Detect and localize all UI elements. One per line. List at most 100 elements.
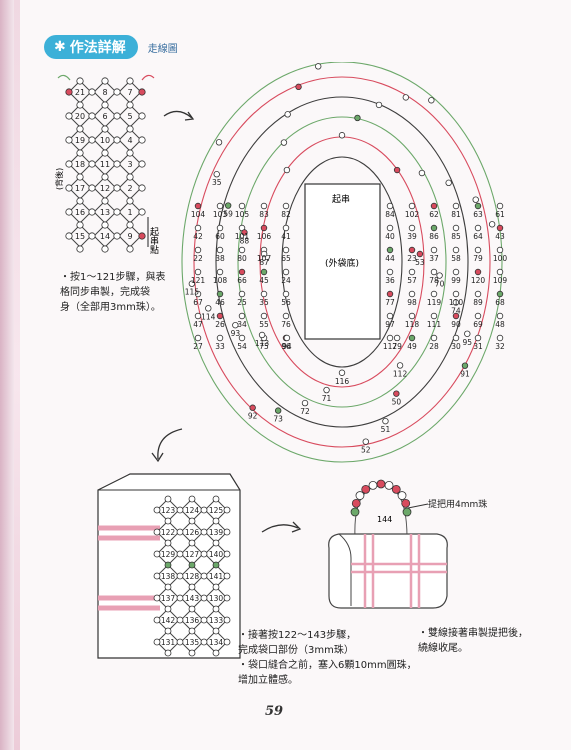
bead (76, 125, 84, 133)
bead (126, 149, 134, 157)
bag-bottom-rect (304, 183, 381, 340)
step-number: 32 (495, 342, 505, 351)
handle-bead (368, 480, 378, 490)
diagram-d-finished-bag: 144 (328, 479, 448, 609)
step-number: 107 (257, 254, 272, 263)
handle-bead (384, 480, 394, 490)
section-subtitle: 走線圖 (147, 43, 178, 55)
note-2-line-3: ・袋口縫合之前，塞入6顆10mm圓珠， (238, 660, 417, 671)
bead (176, 528, 184, 536)
step-number: 136 (185, 616, 200, 625)
step-number: 102 (405, 210, 420, 219)
bead (176, 638, 184, 646)
step-number: 46 (215, 298, 225, 307)
start-label: 起串點 (148, 227, 159, 255)
bead (212, 495, 220, 503)
bead (216, 312, 224, 320)
bead (212, 649, 220, 657)
handle-bead (401, 498, 411, 508)
bead (126, 77, 134, 85)
step-number: 139 (209, 528, 224, 537)
bead (282, 246, 290, 254)
step-number: 125 (209, 506, 224, 515)
bead (138, 208, 146, 216)
bead (430, 268, 438, 276)
step-number: 28 (429, 342, 439, 351)
bead (188, 583, 196, 591)
step-number: 64 (473, 232, 483, 241)
bead (464, 330, 471, 337)
bead (436, 272, 443, 279)
bead (301, 399, 309, 407)
bead (430, 290, 438, 298)
step-number: 16 (75, 208, 85, 217)
bead (452, 202, 460, 210)
bead (200, 616, 208, 624)
note-2: ・接著按122～143步驟， 完成袋口部份（3mm珠） ・袋口縫合之前，塞入6顆… (238, 628, 417, 688)
bead (164, 539, 172, 547)
step-number: 130 (209, 594, 224, 603)
bead (260, 290, 268, 298)
bead (212, 627, 220, 635)
bead (452, 290, 460, 298)
bead (238, 202, 246, 210)
step-number: 105 (235, 210, 250, 219)
bead (474, 224, 482, 232)
bead (283, 334, 291, 342)
bead (408, 268, 416, 276)
bead (260, 250, 268, 258)
step-number: 96 (281, 342, 291, 351)
step-number: 4 (127, 136, 132, 145)
step-number: 56 (281, 298, 291, 307)
bead (212, 539, 220, 547)
bead (393, 334, 401, 342)
step-number: 41 (281, 232, 291, 241)
bead (188, 649, 196, 657)
bead (164, 649, 172, 657)
step-number: 141 (209, 572, 224, 581)
bead (176, 594, 184, 602)
step-number: 26 (215, 320, 225, 329)
step-number: 88 (240, 236, 250, 245)
step-number: 22 (193, 254, 203, 263)
bead (164, 495, 172, 503)
handle-bead (361, 484, 371, 494)
page-number: 59 (264, 704, 284, 719)
bead (101, 197, 109, 205)
bead (200, 506, 208, 514)
note-2-line-2: 完成袋口部份（3mm珠） (238, 645, 354, 656)
step-number: 12 (100, 184, 110, 193)
bead (283, 166, 291, 174)
bead (260, 268, 268, 276)
bead (188, 517, 196, 525)
step-number: 106 (257, 232, 272, 241)
bead (452, 299, 460, 306)
bead (408, 202, 416, 210)
step-number: 3 (127, 160, 132, 169)
step-number: 18 (75, 160, 85, 169)
step-number: 133 (209, 616, 224, 625)
bead (126, 221, 134, 229)
step-number: 61 (495, 210, 505, 219)
step-number: 95 (463, 338, 473, 347)
bead (138, 112, 146, 120)
flow-arrow-1 (163, 110, 195, 121)
bead (188, 605, 196, 613)
step-number: 127 (185, 550, 200, 559)
step-number: 42 (193, 232, 203, 241)
step-number: 49 (407, 342, 417, 351)
step-number: 52 (361, 446, 371, 455)
bead (386, 202, 394, 210)
bead (223, 638, 231, 646)
step-number: 122 (161, 528, 176, 537)
step-number: 59 (223, 210, 233, 219)
step-number: 76 (281, 320, 291, 329)
step-number: 21 (75, 88, 85, 97)
step-number: 2 (127, 184, 132, 193)
step-number: 71 (322, 394, 332, 403)
bead (223, 572, 231, 580)
bead (88, 112, 96, 120)
bead (496, 312, 504, 320)
step-number: 108 (213, 276, 228, 285)
bead (249, 404, 256, 411)
